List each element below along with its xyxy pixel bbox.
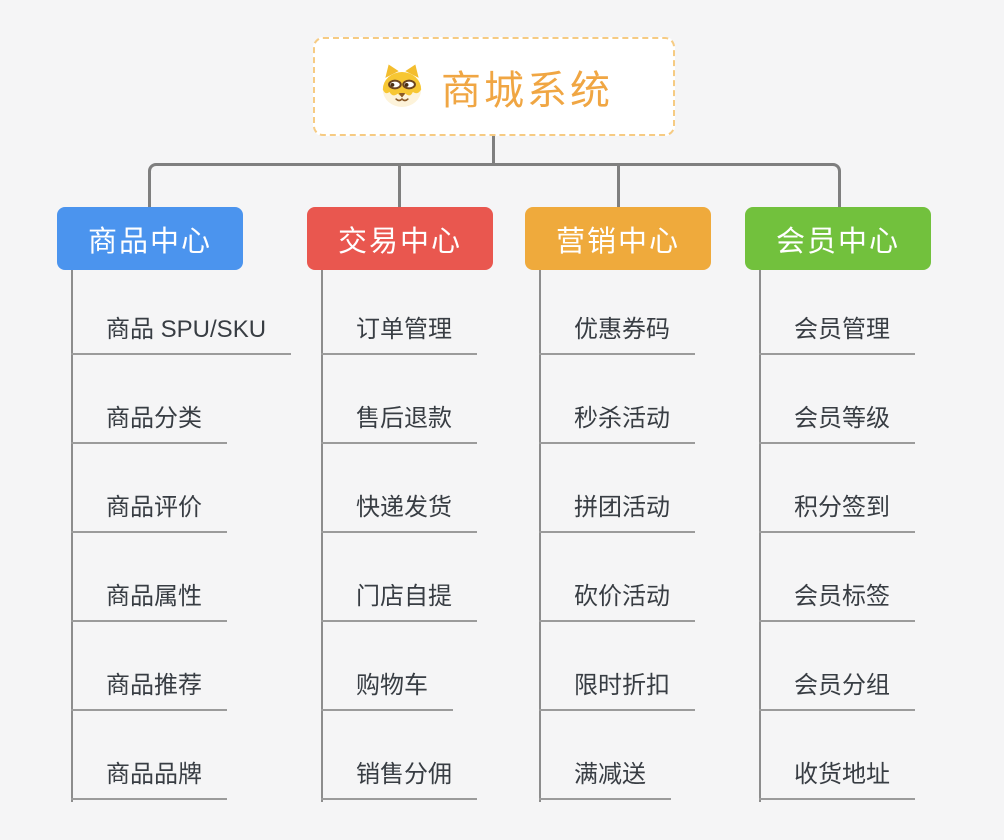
leaf-label[interactable]: 会员标签: [759, 576, 915, 622]
dog-nose: [399, 92, 405, 97]
leaf-node: 收货地址: [759, 711, 915, 800]
connector-drop-marketing: [617, 166, 620, 207]
shiba-dog-icon: [382, 64, 422, 107]
leaf-node: 商品分类: [71, 355, 291, 444]
leaf-node: 商品 SPU/SKU: [71, 266, 292, 355]
trunk-line-product: [71, 270, 73, 802]
leaf-node: 商品品牌: [71, 711, 291, 800]
leaf-label[interactable]: 会员等级: [759, 398, 915, 444]
trunk-line-member: [759, 270, 761, 802]
leaf-node: 商品属性: [71, 533, 291, 622]
leaf-node: 会员等级: [759, 355, 915, 444]
leaf-label[interactable]: 会员分组: [759, 665, 915, 711]
leaf-label[interactable]: 商品 SPU/SKU: [71, 309, 292, 355]
leaf-label[interactable]: 商品推荐: [71, 665, 227, 711]
leaf-label[interactable]: 优惠券码: [539, 309, 695, 355]
branch-node-marketing-center[interactable]: 营销中心: [525, 207, 711, 270]
leaf-node: 会员分组: [759, 622, 915, 711]
leaf-label[interactable]: 商品分类: [71, 398, 227, 444]
leaf-node: 限时折扣: [539, 622, 695, 711]
leaf-node: 门店自提: [321, 533, 477, 622]
root-title: 商城系统: [441, 68, 613, 113]
trunk-line-trade: [321, 270, 323, 802]
branch-label: 商品中心: [87, 225, 212, 258]
branch-node-trade-center[interactable]: 交易中心: [307, 207, 493, 270]
leaf-node: 商品评价: [71, 444, 291, 533]
leaf-label[interactable]: 商品品牌: [71, 754, 227, 800]
leaf-label[interactable]: 门店自提: [321, 576, 477, 622]
connector-drop-trade: [398, 166, 401, 207]
leaf-label[interactable]: 拼团活动: [539, 487, 695, 533]
dog-ear-left: [385, 64, 399, 78]
leaf-node: 会员标签: [759, 533, 915, 622]
leaf-node: 售后退款: [321, 355, 477, 444]
leaf-label[interactable]: 收货地址: [759, 754, 915, 800]
leaf-node: 销售分佣: [321, 711, 477, 800]
leaf-label[interactable]: 满减送: [539, 754, 671, 800]
branch-label: 交易中心: [337, 225, 462, 258]
root-connector-stem: [492, 136, 495, 166]
leaf-column-product: 商品 SPU/SKU 商品分类 商品评价 商品属性 商品推荐 商品品牌: [71, 266, 292, 800]
leaf-label[interactable]: 砍价活动: [539, 576, 695, 622]
leaf-node: 购物车: [321, 622, 477, 711]
leaf-label[interactable]: 购物车: [321, 665, 453, 711]
connector-bracket: [148, 163, 841, 210]
leaf-node: 拼团活动: [539, 444, 695, 533]
leaf-label[interactable]: 会员管理: [759, 309, 915, 355]
leaf-node: 会员管理: [759, 266, 915, 355]
leaf-column-member: 会员管理 会员等级 积分签到 会员标签 会员分组 收货地址: [759, 266, 915, 800]
leaf-node: 快递发货: [321, 444, 477, 533]
dog-mouth: [395, 97, 409, 101]
leaf-node: 订单管理: [321, 266, 477, 355]
leaf-column-marketing: 优惠券码 秒杀活动 拼团活动 砍价活动 限时折扣 满减送: [539, 266, 695, 800]
branch-label: 营销中心: [555, 225, 680, 258]
leaf-label[interactable]: 售后退款: [321, 398, 477, 444]
leaf-node: 秒杀活动: [539, 355, 695, 444]
leaf-node: 积分签到: [759, 444, 915, 533]
leaf-label[interactable]: 商品评价: [71, 487, 227, 533]
leaf-label[interactable]: 商品属性: [71, 576, 227, 622]
leaf-node: 商品推荐: [71, 622, 291, 711]
branch-node-product-center[interactable]: 商品中心: [57, 207, 243, 270]
dog-head-top: [382, 71, 422, 96]
trunk-line-marketing: [539, 270, 541, 802]
leaf-node: 满减送: [539, 711, 695, 800]
leaf-label[interactable]: 秒杀活动: [539, 398, 695, 444]
leaf-label[interactable]: 限时折扣: [539, 665, 695, 711]
leaf-label[interactable]: 积分签到: [759, 487, 915, 533]
branch-node-member-center[interactable]: 会员中心: [745, 207, 931, 270]
dog-ear-right: [405, 64, 419, 78]
leaf-label[interactable]: 快递发货: [321, 487, 477, 533]
leaf-label[interactable]: 订单管理: [321, 309, 477, 355]
leaf-node: 优惠券码: [539, 266, 695, 355]
branch-label: 会员中心: [775, 225, 900, 258]
leaf-node: 砍价活动: [539, 533, 695, 622]
root-node[interactable]: 商城系统: [313, 37, 675, 136]
leaf-column-trade: 订单管理 售后退款 快递发货 门店自提 购物车 销售分佣: [321, 266, 477, 800]
leaf-label[interactable]: 销售分佣: [321, 754, 477, 800]
